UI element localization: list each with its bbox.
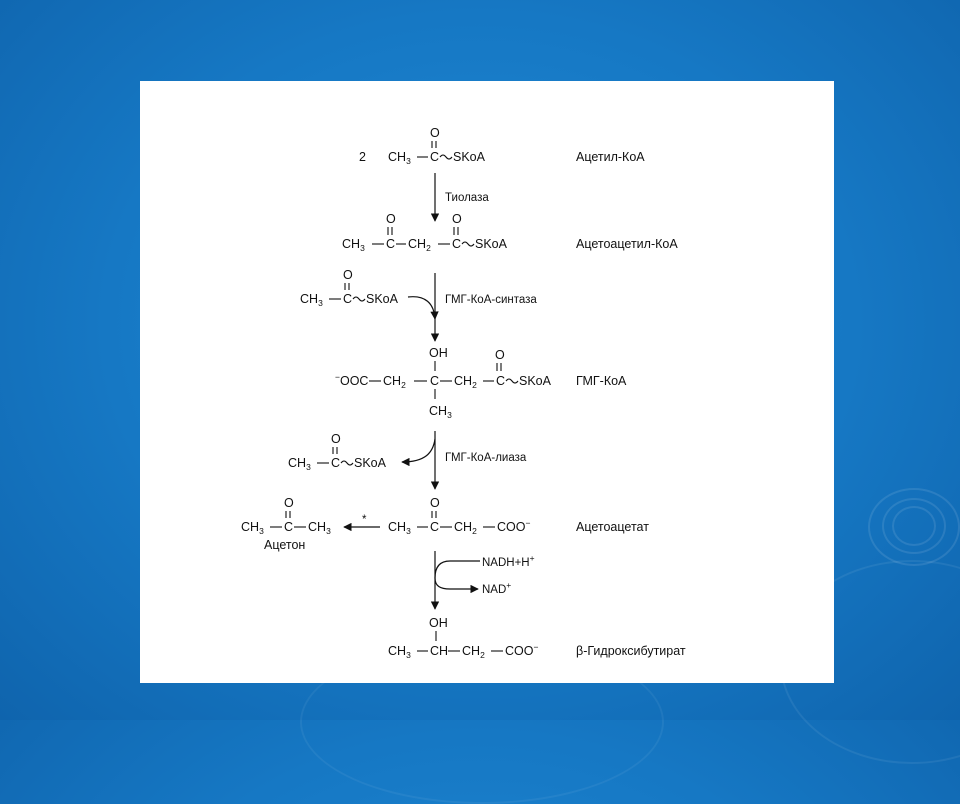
compound-acetyl-coa: 2 O CH3 C SKoA [359, 126, 486, 166]
cofactor-nadh: NADH+H+ [482, 553, 535, 569]
enzyme-hmg-coa-synthase: ГМГ-КоА-синтаза [445, 294, 537, 306]
svg-text:SKoA: SKoA [475, 237, 508, 251]
compound-hmg-coa: OH O −OOC CH2 C CH2 C SKoA CH3 [335, 346, 552, 420]
compound-beta-hydroxybutyrate: OH CH3 CH CH2 COO− [388, 616, 538, 660]
label-acetyl-coa: Ацетил-КоА [576, 150, 645, 164]
enzyme-thiolase: Тиолаза [445, 192, 489, 204]
cofactor-in-curve [434, 560, 480, 579]
svg-text:SKoA: SKoA [519, 374, 552, 388]
svg-text:O: O [331, 432, 341, 446]
svg-text:O: O [284, 496, 294, 510]
svg-text:OH: OH [429, 616, 448, 630]
compound-acetoacetate: O CH3 C CH2 COO− [388, 496, 530, 536]
svg-text:C: C [386, 237, 395, 251]
svg-text:C: C [496, 374, 505, 388]
svg-text:SKoA: SKoA [366, 292, 399, 306]
spontaneous-star: * [362, 514, 367, 526]
svg-text:CH3: CH3 [388, 644, 411, 660]
svg-text:O: O [495, 348, 505, 362]
svg-text:CH2: CH2 [454, 374, 477, 390]
svg-text:C: C [452, 237, 461, 251]
svg-text:CH: CH [430, 644, 448, 658]
cofactor-out-curve [434, 577, 479, 594]
svg-text:C: C [284, 520, 293, 534]
side-substrate-acetyl-coa: O CH3 C SKoA [300, 268, 399, 308]
svg-text:CH3: CH3 [288, 456, 311, 472]
svg-text:CH3: CH3 [241, 520, 264, 536]
label-acetoacetate: Ацетоацетат [576, 520, 649, 534]
label-acetone: Ацетон [264, 538, 305, 552]
svg-text:CH3: CH3 [342, 237, 365, 253]
ketogenesis-diagram: 2 O CH3 C SKoA Ацетил-КоА Тиолаза O O CH… [241, 126, 686, 660]
svg-text:−OOC: −OOC [335, 372, 368, 388]
compound-acetone: O CH3 C CH3 [241, 496, 331, 536]
product-release-arrow [401, 438, 436, 467]
svg-text:CH3: CH3 [388, 520, 411, 536]
svg-text:O: O [452, 212, 462, 226]
enzyme-hmg-coa-lyase: ГМГ-КоА-лиаза [445, 452, 527, 464]
svg-text:SKoA: SKoA [354, 456, 387, 470]
svg-text:CH3: CH3 [308, 520, 331, 536]
svg-text:COO−: COO− [497, 518, 530, 534]
label-beta-hydroxybutyrate: β-Гидроксибутират [576, 644, 686, 658]
carbonyl-carbon: C [430, 150, 439, 164]
svg-text:C: C [430, 520, 439, 534]
label-hmg-coa: ГМГ-КоА [576, 374, 627, 388]
thioester-tail: SKoA [453, 150, 486, 164]
svg-text:CH2: CH2 [383, 374, 406, 390]
svg-text:COO−: COO− [505, 642, 538, 658]
svg-text:CH3: CH3 [429, 404, 452, 420]
svg-text:OH: OH [429, 346, 448, 360]
svg-text:O: O [430, 496, 440, 510]
svg-text:C: C [430, 374, 439, 388]
svg-text:CH2: CH2 [408, 237, 431, 253]
carbonyl-oxygen: O [430, 126, 440, 140]
substrate-entry-arrow [407, 296, 439, 320]
methyl-group: CH3 [388, 150, 411, 166]
side-product-acetyl-coa: O CH3 C SKoA [288, 432, 387, 472]
svg-text:O: O [343, 268, 353, 282]
label-acetoacetyl-coa: Ацетоацетил-КоА [576, 237, 678, 251]
svg-text:CH2: CH2 [454, 520, 477, 536]
cofactor-nad: NAD+ [482, 580, 511, 596]
svg-text:O: O [386, 212, 396, 226]
compound-acetoacetyl-coa: O O CH3 C CH2 C SKoA [342, 212, 508, 253]
svg-text:C: C [331, 456, 340, 470]
svg-text:CH2: CH2 [462, 644, 485, 660]
svg-text:C: C [343, 292, 352, 306]
svg-text:CH3: CH3 [300, 292, 323, 308]
slide-panel: 2 O CH3 C SKoA Ацетил-КоА Тиолаза O O CH… [140, 81, 834, 683]
coefficient: 2 [359, 150, 366, 164]
